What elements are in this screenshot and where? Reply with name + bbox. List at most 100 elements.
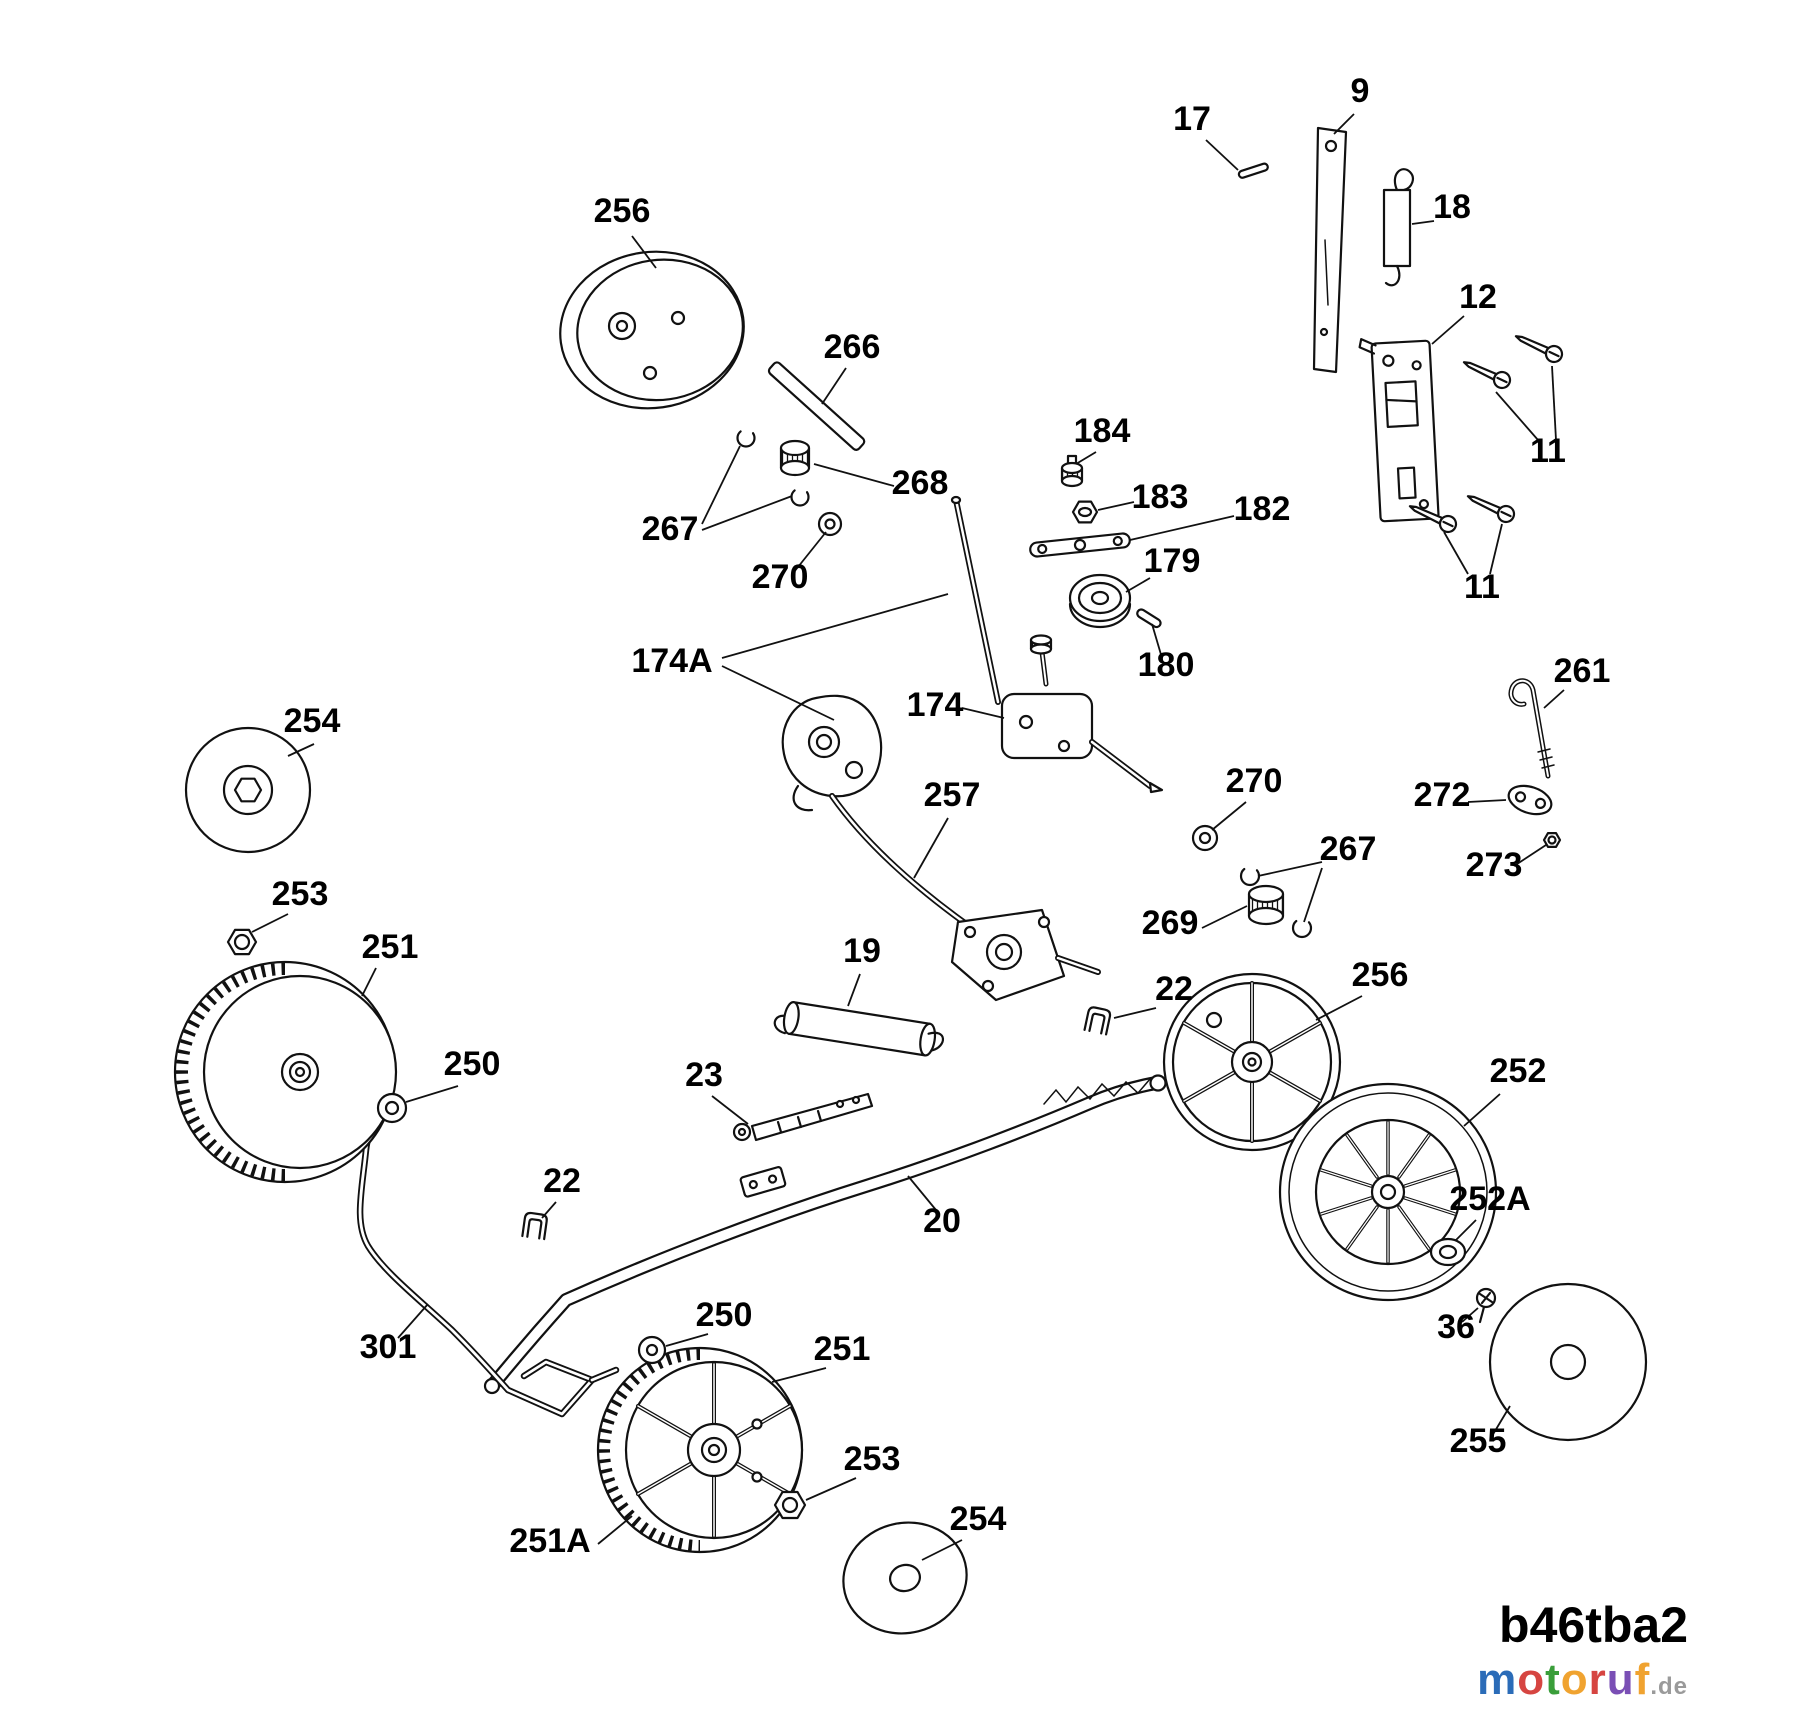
part-253-nut-bottom [773, 1490, 807, 1520]
part-label-253: 253 [844, 1440, 901, 1478]
part-11-screw [1408, 505, 1458, 534]
part-20-control-bar [483, 1074, 1167, 1395]
logo-letter: t [1545, 1655, 1561, 1704]
part-label-257: 257 [924, 776, 981, 814]
part-266-threaded-rod [767, 361, 866, 451]
part-label-269: 269 [1142, 904, 1199, 942]
part-label-174: 174 [907, 686, 964, 724]
leader-lines [251, 113, 1565, 1561]
logo-letter: o [1517, 1655, 1545, 1704]
logo-letter: o [1561, 1655, 1589, 1704]
part-11-screw [1514, 335, 1564, 364]
part-179-pulley [1068, 573, 1132, 629]
part-267-snap-ring-b [790, 487, 810, 507]
parts-layer [173, 126, 1648, 1635]
part-label-254: 254 [284, 702, 341, 740]
part-22-clip [1083, 1006, 1112, 1036]
part-label-11: 11 [1464, 568, 1500, 606]
part-174-gearbox [1000, 634, 1164, 794]
part-label-256: 256 [594, 192, 651, 230]
part-257-pivot-plate [950, 908, 1101, 1002]
part-label-253: 253 [272, 875, 329, 913]
part-label-19: 19 [843, 932, 881, 970]
part-256-wheel-right [1162, 972, 1342, 1152]
part-17-pin [1237, 162, 1269, 179]
part-269-gear [1247, 884, 1285, 926]
part-250-washer-bottom [637, 1335, 667, 1365]
part-label-23: 23 [685, 1056, 723, 1094]
part-261-hook-rod [1508, 678, 1555, 779]
part-label-267: 267 [1320, 830, 1377, 868]
part-label-261: 261 [1554, 652, 1611, 690]
part-255-disc [1488, 1282, 1648, 1442]
part-label-179: 179 [1144, 542, 1201, 580]
part-251a-wheel-bottom [596, 1346, 804, 1554]
part-268-bushing [779, 439, 811, 477]
part-label-250: 250 [444, 1045, 501, 1083]
part-267-snap-ring-d [1291, 917, 1313, 939]
part-301-rod [356, 1104, 620, 1418]
part-label-182: 182 [1234, 490, 1291, 528]
part-267-snap-ring-c [1239, 865, 1261, 887]
logo-letter: f [1635, 1655, 1651, 1704]
part-254-disc-topleft [184, 726, 312, 854]
part-180-pin [1136, 608, 1162, 629]
part-label-273: 273 [1466, 846, 1523, 884]
part-label-251A: 251A [509, 1522, 590, 1560]
part-label-256: 256 [1352, 956, 1409, 994]
part-label-270: 270 [1226, 762, 1283, 800]
part-label-18: 18 [1433, 188, 1471, 226]
part-11-screw [1462, 361, 1512, 390]
part-183-nut [1071, 500, 1099, 524]
part-label-251: 251 [814, 1330, 871, 1368]
part-174a-bracket [781, 694, 883, 812]
part-label-270: 270 [752, 558, 809, 596]
part-label-252A: 252A [1449, 1180, 1530, 1218]
logo-letter: u [1607, 1655, 1635, 1704]
part-22-clip [521, 1211, 548, 1241]
part-270-washer-right [1191, 824, 1219, 852]
part-252a-washer [1429, 1237, 1467, 1267]
part-label-267: 267 [642, 510, 699, 548]
logo-letter: m [1477, 1655, 1517, 1704]
part-label-36: 36 [1437, 1308, 1475, 1346]
part-36-bolt [1475, 1287, 1497, 1324]
part-182-bracket [1029, 532, 1131, 558]
part-label-12: 12 [1459, 278, 1497, 316]
part-270-washer-left [817, 511, 843, 537]
part-254-disc-bottom [842, 1521, 968, 1635]
part-272-link [1507, 784, 1553, 816]
part-256-wheel-cover [559, 250, 745, 410]
part-label-301: 301 [360, 1328, 417, 1366]
part-184-bolt [1060, 454, 1084, 488]
part-label-20: 20 [923, 1202, 961, 1240]
diagram-code: b46tba2 [1499, 1597, 1688, 1653]
part-label-174A: 174A [631, 642, 712, 680]
part-label-252: 252 [1490, 1052, 1547, 1090]
part-19-spring [773, 1001, 945, 1057]
part-253-nut-left [226, 928, 258, 956]
part-label-22: 22 [543, 1162, 581, 1200]
part-250-washer-left [376, 1092, 408, 1124]
logo-letter: r [1589, 1655, 1607, 1704]
part-18-spring [1382, 168, 1414, 287]
motoruf-logo: motoruf.de [1477, 1655, 1688, 1704]
part-label-255: 255 [1450, 1422, 1507, 1460]
part-273-nut [1542, 831, 1562, 849]
part-label-180: 180 [1138, 646, 1195, 684]
part-9-bracket-bar [1312, 126, 1348, 374]
part-label-251: 251 [362, 928, 419, 966]
part-12-plate [1358, 338, 1440, 523]
part-label-272: 272 [1414, 776, 1471, 814]
part-23-adjuster-rod [732, 1092, 874, 1142]
part-267-snap-ring-a [736, 428, 756, 448]
part-label-22: 22 [1155, 970, 1193, 1008]
part-11-screw [1466, 495, 1516, 524]
logo-suffix: .de [1650, 1673, 1688, 1700]
part-label-268: 268 [892, 464, 949, 502]
part-251-wheel-left [173, 960, 398, 1184]
part-label-17: 17 [1173, 100, 1211, 138]
